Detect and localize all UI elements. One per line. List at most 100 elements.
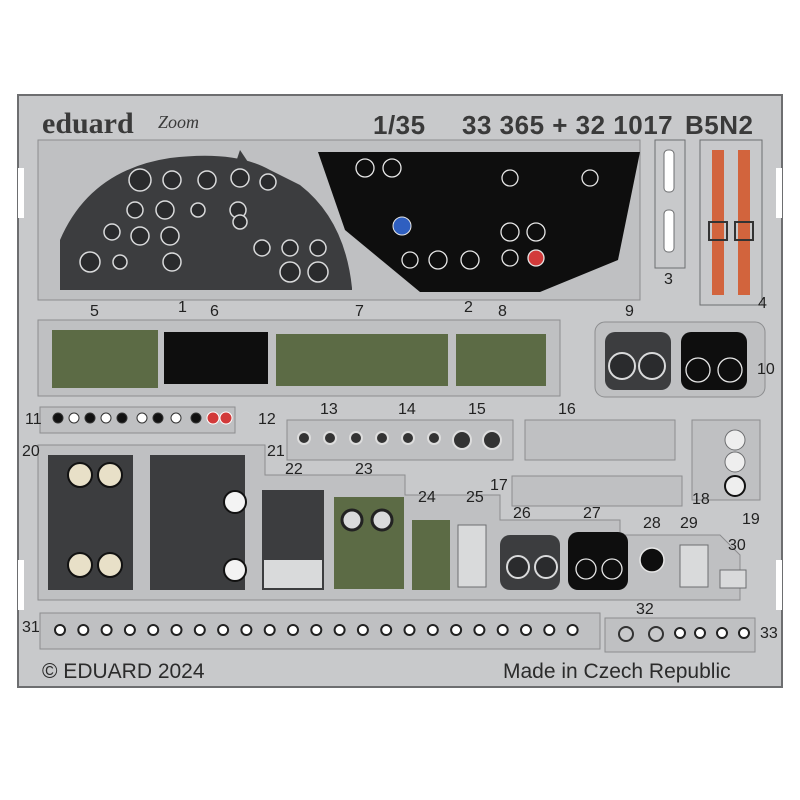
part-number-4: 4 [758,295,767,312]
rivet-part [694,627,706,639]
gauge-dial [281,239,299,257]
red-gauge-dial [527,249,545,267]
compass-dial [97,552,123,578]
ring-part [349,431,363,445]
red-dot-part [206,411,220,425]
rivet-part [426,624,439,636]
part-17-strip [511,475,683,507]
part-19-disc [724,429,746,451]
fret-notch [18,560,24,610]
gauge-dial [130,226,150,246]
gauge-dial [355,158,375,178]
rivet-part [287,624,299,636]
part-3-slot [663,209,675,253]
part-number-9: 9 [625,303,634,320]
part-number-2: 2 [464,299,473,316]
rivet-part [674,627,686,639]
part-6-black-panel [164,332,268,384]
gauge-dial [103,223,121,241]
rivet-part [473,624,486,636]
dot-part [84,412,96,424]
rivet-part [77,624,90,636]
part-number-25: 25 [466,489,484,506]
ring-part [452,430,472,450]
part-number-23: 23 [355,461,373,478]
gauge-dial [685,357,711,383]
part-number-16: 16 [558,401,576,418]
ring-part [427,431,441,445]
part-3-slot [663,149,675,193]
gauge-dial [279,261,301,283]
dot-part [170,412,182,424]
fret-notch [18,168,24,218]
part-25-grille [457,524,487,588]
ring-part [323,431,337,445]
part-number-32: 32 [636,601,654,618]
gauge-dial [223,558,247,582]
part-number-29: 29 [680,515,698,532]
part-number-22: 22 [285,461,303,478]
brand-logo: eduard [42,107,134,140]
gauge-dial [155,200,175,220]
rivet-part [716,627,728,639]
gauge-dial [230,168,250,188]
rivet-part [543,624,556,636]
part-number-17: 17 [490,477,508,494]
gauge-dial [340,508,364,532]
part-number-19: 19 [742,511,760,528]
gauge-dial [79,251,101,273]
dot-part [68,412,80,424]
gauge-dial [501,249,519,267]
gauge-dial [575,558,597,580]
gauge-dial [608,352,636,380]
gauge-dial [112,254,128,270]
rivet-part [333,624,346,636]
rivet-part [193,624,206,636]
rivet-part [738,627,750,639]
part-24-panel [412,520,450,590]
part-number-15: 15 [468,401,486,418]
part-23-panel [334,497,404,589]
zoom-logo: Zoom [158,112,200,132]
scale-label: 1/35 [373,110,426,140]
part-8-green-panel [456,334,546,386]
gauge-dial [190,202,206,218]
gauge-dial [382,158,402,178]
rivet-part [496,624,509,636]
rivet-part [54,624,66,636]
compass-dial [67,462,93,488]
gauge-dial [717,357,743,383]
gauge-dial [259,173,277,191]
dot-part [190,412,202,424]
ring-part [297,431,311,445]
rivet-part [123,624,136,636]
rivet-part [380,624,393,636]
rivet-part [310,624,323,636]
dot-part [116,412,128,424]
part-number-26: 26 [513,505,531,522]
gauge-dial [370,508,394,532]
dot-part [136,412,148,424]
rivet-part [217,624,230,636]
part-13-15-strip [286,419,514,461]
ring-part [482,430,502,450]
rivet-part [170,624,183,636]
gauge-dial [534,555,558,579]
rivet-part [100,624,113,636]
part-number-7: 7 [355,303,364,320]
gauge-dial [128,168,152,192]
rivet-part [356,624,369,636]
gauge-dial [401,251,419,269]
compass-dial [97,462,123,488]
part-number-10: 10 [757,361,775,378]
dot-part [52,412,64,424]
gauge-dial [428,250,448,270]
part-number-13: 13 [320,401,338,418]
part-5-green-panel [52,330,158,388]
part-number-24: 24 [418,489,436,506]
rivet-part [520,624,532,636]
gauge-dial [601,558,623,580]
part-number-21: 21 [267,443,285,460]
part-number-30: 30 [728,537,746,554]
clip-part [648,626,664,642]
